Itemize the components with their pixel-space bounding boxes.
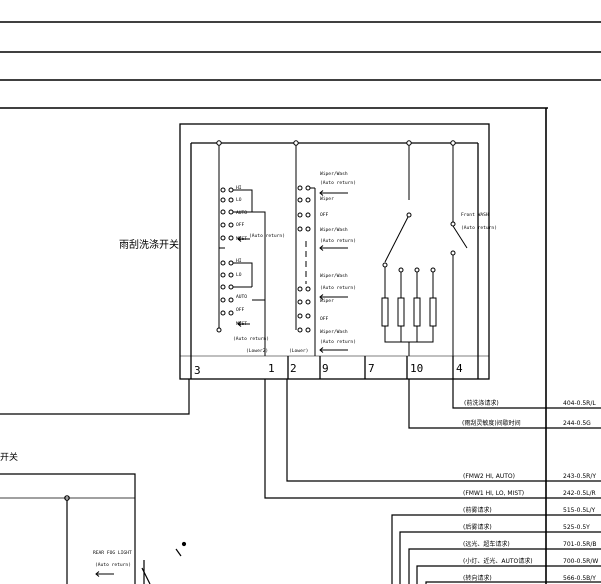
svg-text:OFF: OFF: [236, 222, 245, 228]
left-bank-labels: HI LO AUTO OFF MIST (Auto return) HI LO …: [233, 185, 308, 354]
svg-text:(Auto return): (Auto return): [320, 238, 356, 244]
svg-text:AUTO: AUTO: [236, 294, 247, 300]
svg-text:Wiper: Wiper: [320, 298, 334, 304]
front-wash-label: Front WASH: [461, 212, 489, 218]
right-bank-labels: Front WASH (Auto return): [461, 212, 497, 231]
rear-fog-label: REAR FOG LIGHT: [93, 550, 132, 556]
wire-code-244: 244-0.5G: [563, 420, 591, 427]
wire-label-525: (后雾请求): [463, 523, 492, 531]
lower-switch-fragment: [0, 473, 187, 584]
wire-code-243: 243-0.5R/Y: [563, 473, 596, 480]
svg-text:(Auto return): (Auto return): [233, 336, 269, 342]
rear-fog-return: (Auto return): [95, 562, 131, 568]
pin-9: 9: [322, 362, 329, 375]
external-wiring: [0, 379, 601, 584]
wire-label-404: (前洗涤请求): [464, 399, 499, 407]
wire-label-701: (远光、超车请求): [463, 540, 510, 548]
switch-title: 雨刮洗涤开关: [119, 238, 179, 251]
pin-4: 4: [456, 362, 463, 375]
front-wash-return: (Auto return): [461, 225, 497, 231]
pin-10: 10: [410, 362, 423, 375]
pin-3: 3: [194, 364, 201, 377]
svg-text:(Auto return): (Auto return): [249, 233, 285, 239]
bottom-left-title: 开关: [0, 451, 18, 463]
rear-fog-labels: REAR FOG LIGHT (Auto return): [93, 550, 132, 568]
wire-label-566: (转向请求): [463, 574, 492, 582]
svg-text:OFF: OFF: [320, 212, 329, 218]
wire-label-242: (FMW1 HI, LO, MIST): [463, 490, 524, 497]
wire-code-404: 404-0.5R/L: [563, 400, 596, 407]
svg-text:HI: HI: [236, 185, 242, 191]
wire-label-700: (小灯、近光、AUTO请求): [463, 557, 533, 565]
right-switch-bank: [381, 140, 468, 356]
wire-label-244: (雨刮灵敏度)间歇时间: [462, 419, 521, 427]
svg-text:Wiper/Wash: Wiper/Wash: [320, 171, 348, 177]
wire-code-242: 242-0.5L/R: [563, 490, 596, 497]
wire-label-515: (前雾请求): [463, 506, 492, 514]
svg-text:Wiper/Wash: Wiper/Wash: [320, 273, 348, 279]
low-label-left: (Lower2): [246, 348, 268, 354]
wire-code-700: 700-0.5R/W: [563, 558, 598, 565]
svg-text:(Auto return): (Auto return): [320, 339, 356, 345]
pin-1: 1: [268, 362, 275, 375]
pin-2: 2: [290, 362, 297, 375]
svg-text:OFF: OFF: [320, 316, 329, 322]
svg-text:(Auto return): (Auto return): [320, 180, 356, 186]
svg-text:LO: LO: [236, 272, 242, 278]
wire-code-701: 701-0.5R/B: [563, 541, 596, 548]
wire-code-566: 566-0.5B/Y: [563, 575, 596, 582]
mid-switch-bank: [293, 140, 348, 356]
svg-text:AUTO: AUTO: [236, 210, 247, 216]
wire-labels: (前洗涤请求) 404-0.5R/L (雨刮灵敏度)间歇时间 244-0.5G …: [462, 399, 598, 582]
svg-text:Wiper/Wash: Wiper/Wash: [320, 329, 348, 335]
svg-text:OFF: OFF: [236, 307, 245, 313]
svg-text:MIST: MIST: [236, 236, 247, 242]
header-rules: [0, 21, 601, 584]
pin-numbers: 3 1 2 9 7 10 4: [194, 362, 463, 377]
svg-text:HI: HI: [236, 258, 242, 264]
low-label-mid: (Lower): [289, 348, 308, 354]
svg-text:(Auto return): (Auto return): [320, 285, 356, 291]
wire-code-515: 515-0.5L/Y: [563, 507, 596, 514]
svg-text:MIST: MIST: [236, 321, 247, 327]
wire-label-243: (FMW2 HI, AUTO): [463, 473, 515, 480]
svg-text:Wiper: Wiper: [320, 196, 334, 202]
svg-text:Wiper/Wash: Wiper/Wash: [320, 227, 348, 233]
left-switch-bank: [216, 140, 266, 356]
switch-housing: [179, 123, 490, 380]
wire-code-525: 525-0.5Y: [563, 524, 590, 531]
mid-bank-labels: Wiper/Wash (Auto return) Wiper OFF Wiper…: [320, 171, 356, 345]
svg-text:LO: LO: [236, 197, 242, 203]
pin-7: 7: [368, 362, 375, 375]
